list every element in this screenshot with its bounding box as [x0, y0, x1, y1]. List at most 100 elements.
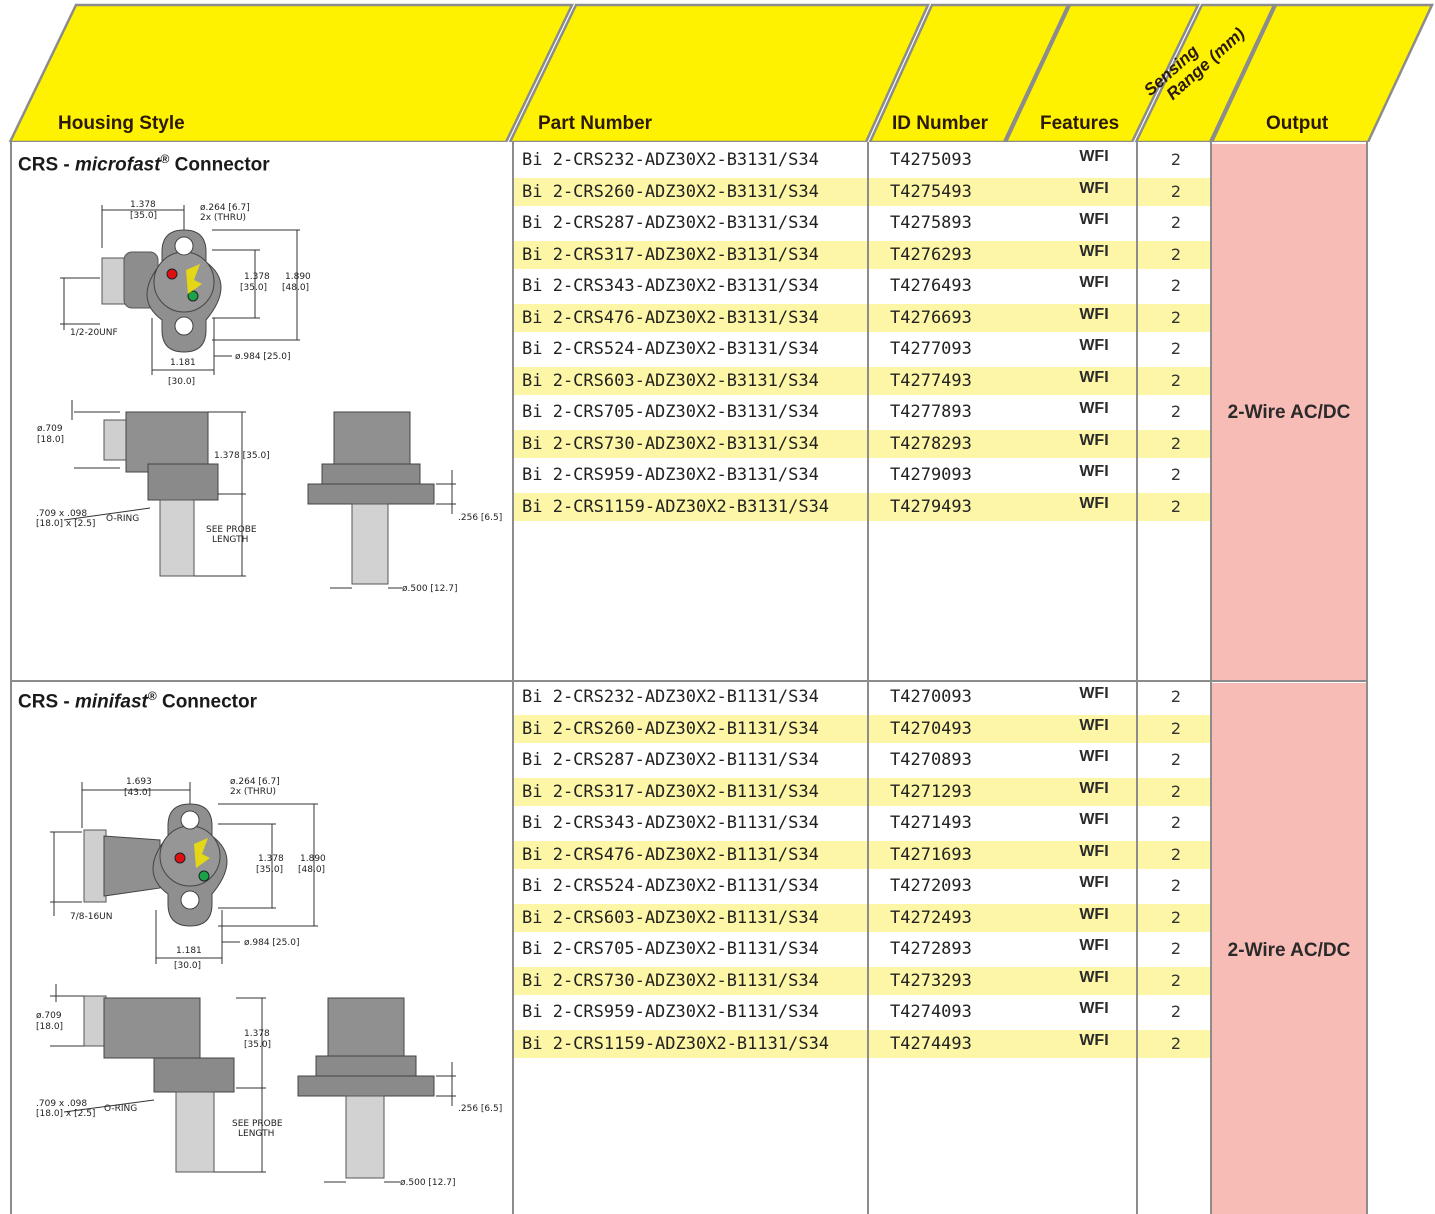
microfast-dim-a: 1.378: [130, 200, 156, 210]
sensing-range-cell: 2: [1170, 1002, 1182, 1021]
minifast-side-h: 1.378: [244, 1029, 270, 1039]
grid-line: [10, 142, 12, 1214]
part-number-cell: Bi 2-CRS705-ADZ30X2-B3131/S34: [522, 402, 819, 422]
part-number-cell: Bi 2-CRS1159-ADZ30X2-B1131/S34: [522, 1033, 830, 1054]
sensing-range-cell: 2: [1170, 939, 1182, 958]
minifast-dim-d-mm: [30.0]: [174, 961, 201, 971]
id-number-cell: T4278293: [890, 433, 972, 454]
part-number-cell: Bi 2-CRS287-ADZ30X2-B1131/S34: [522, 750, 819, 770]
microfast-probe-dia: ø.500 [12.7]: [402, 584, 457, 594]
microfast-hole-note: 2x (THRU): [200, 213, 246, 223]
id-number-cell: T4272893: [890, 939, 972, 959]
id-number-cell: T4275493: [890, 181, 972, 202]
id-number-cell: T4273293: [890, 970, 972, 991]
feature-cell: WFI: [1079, 305, 1109, 323]
id-number-cell: T4270893: [890, 750, 972, 770]
minifast-dim-c-mm: [48.0]: [298, 865, 325, 875]
feature-cell: WFI: [1079, 968, 1109, 986]
minifast-dim-a: 1.693: [126, 777, 152, 787]
part-number-cell: Bi 2-CRS524-ADZ30X2-B3131/S34: [522, 339, 819, 359]
part-number-cell: Bi 2-CRS524-ADZ30X2-B1131/S34: [522, 876, 819, 896]
feature-cell: WFI: [1079, 937, 1109, 954]
id-number-cell: T4276293: [890, 244, 972, 265]
feature-cell: WFI: [1079, 148, 1109, 165]
part-number-cell: Bi 2-CRS603-ADZ30X2-B3131/S34: [522, 370, 819, 391]
section-title-microfast: CRS - microfast® Connector: [18, 152, 270, 176]
sensing-range-cell: 2: [1170, 307, 1182, 327]
sensing-range-cell: 2: [1170, 844, 1182, 864]
minifast-dia: ø.984 [25.0]: [244, 938, 299, 948]
feature-cell: WFI: [1079, 748, 1109, 765]
microfast-oring-mm: [18.0] x [2.5]: [36, 519, 95, 529]
id-number-cell: T4274093: [890, 1002, 972, 1022]
id-number-cell: T4274493: [890, 1033, 972, 1054]
table-header-background: [8, 3, 1434, 142]
id-number-cell: T4271693: [890, 844, 972, 865]
feature-cell: WFI: [1079, 463, 1109, 480]
minifast-probe-dia: ø.500 [12.7]: [400, 1178, 455, 1188]
part-number-cell: Bi 2-CRS260-ADZ30X2-B1131/S34: [522, 718, 819, 739]
sensing-range-cell: 2: [1170, 465, 1182, 484]
minifast-hole: ø.264 [6.7]: [230, 777, 280, 787]
minifast-oring-mm: [18.0] x [2.5]: [36, 1109, 95, 1119]
microfast-probe: SEE PROBE: [206, 525, 257, 535]
sensing-range-cell: 2: [1170, 402, 1182, 421]
minifast-flange: .256 [6.5]: [458, 1104, 502, 1114]
grid-line: [10, 680, 1368, 682]
feature-cell: WFI: [1079, 400, 1109, 417]
feature-cell: WFI: [1079, 179, 1109, 197]
minifast-dim-b: 1.378: [258, 854, 284, 864]
part-number-cell: Bi 2-CRS959-ADZ30X2-B1131/S34: [522, 1002, 819, 1022]
feature-cell: WFI: [1079, 779, 1109, 797]
sensing-range-cell: 2: [1170, 813, 1182, 832]
sensing-range-cell: 2: [1170, 370, 1182, 390]
feature-cell: WFI: [1079, 842, 1109, 860]
output-label-minifast: 2-Wire AC/DC: [1227, 940, 1351, 961]
id-number-cell: T4279493: [890, 496, 972, 517]
output-cell-microfast: [1212, 144, 1366, 680]
microfast-dim-d-mm: [30.0]: [168, 377, 195, 387]
grid-line: [512, 142, 514, 1214]
part-number-cell: Bi 2-CRS730-ADZ30X2-B1131/S34: [522, 970, 819, 991]
feature-cell: WFI: [1079, 242, 1109, 260]
table-row: Bi 2-CRS476-ADZ30X2-B1131/S34 T4271693 WFI…: [514, 840, 1212, 869]
sensing-range-cell: 2: [1170, 750, 1182, 769]
minifast-thread: 7/8-16UN: [70, 912, 113, 922]
table-row: Bi 2-CRS730-ADZ30X2-B1131/S34 T4273293 WFI…: [514, 966, 1212, 995]
id-number-cell: T4271293: [890, 781, 972, 802]
part-number-cell: Bi 2-CRS343-ADZ30X2-B3131/S34: [522, 276, 819, 296]
section-title-minifast: CRS - minifast® Connector: [18, 689, 257, 713]
microfast-dim-c: 1.890: [285, 272, 311, 282]
output-label-microfast: 2-Wire AC/DC: [1227, 402, 1351, 423]
feature-cell: WFI: [1079, 274, 1109, 291]
microfast-dim-b-mm: [35.0]: [240, 283, 267, 293]
minifast-side-h-mm: [35.0]: [244, 1040, 271, 1050]
id-number-cell: T4270093: [890, 687, 972, 707]
sensing-range-cell: 2: [1170, 276, 1182, 295]
microfast-side-dia: ø.709: [37, 424, 63, 434]
id-number-cell: T4275093: [890, 150, 972, 170]
sensing-range-cell: 2: [1170, 687, 1182, 706]
header-housing-style: Housing Style: [58, 113, 185, 134]
part-number-cell: Bi 2-CRS476-ADZ30X2-B1131/S34: [522, 844, 819, 865]
microfast-housing-drawing: 1.378 [35.0] ø.264 [6.7] 2x (THRU) 1.378…: [36, 200, 502, 594]
feature-cell: WFI: [1079, 716, 1109, 734]
microfast-side-dia-mm: [18.0]: [37, 435, 64, 445]
microfast-side-h: 1.378 [35.0]: [214, 451, 270, 461]
header-id-number: ID Number: [892, 113, 989, 134]
id-number-cell: T4276693: [890, 307, 972, 328]
feature-cell: WFI: [1079, 211, 1109, 228]
